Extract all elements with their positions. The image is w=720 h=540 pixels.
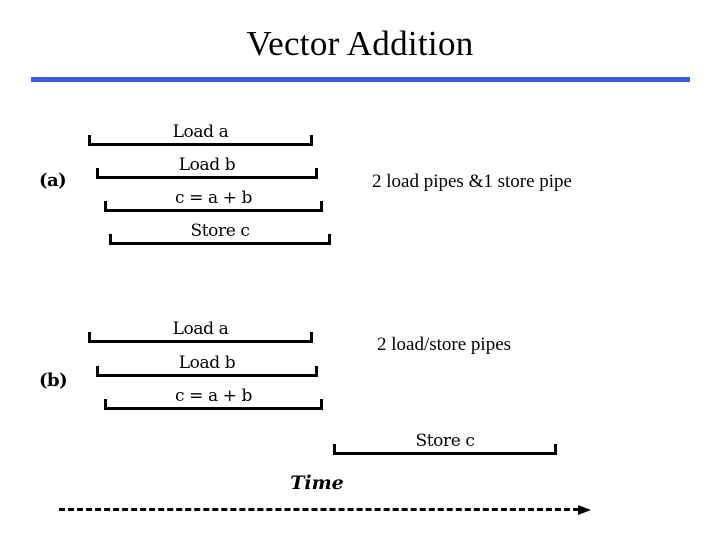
- section-note-a: 2 load pipes &1 store pipe: [372, 171, 572, 192]
- bar-span-line: [109, 242, 331, 245]
- bar-start-tick: [88, 332, 91, 343]
- section-label-a: (a): [39, 170, 67, 191]
- bar-span-line: [96, 176, 318, 179]
- timeline-bar-label: Load b: [178, 155, 236, 175]
- timeline-bar: Load b: [96, 343, 318, 377]
- timeline-bar: Load a: [88, 309, 313, 343]
- bar-start-tick: [96, 168, 99, 179]
- bar-start-tick: [104, 399, 107, 410]
- dashed-line: [59, 508, 579, 511]
- timeline-bar-label: Load b: [178, 353, 236, 373]
- timeline-bar: c = a + b: [104, 178, 323, 212]
- timeline-bar-label: Store c: [415, 431, 475, 451]
- section-label-b: (b): [39, 370, 68, 391]
- title-divider: [31, 77, 690, 82]
- bar-span-line: [96, 374, 318, 377]
- bar-end-tick: [328, 234, 331, 245]
- bar-start-tick: [333, 444, 336, 455]
- timeline-bar: Store c: [333, 421, 557, 455]
- section-note-b: 2 load/store pipes: [377, 334, 512, 355]
- timeline-bar-label: Load a: [172, 319, 229, 339]
- time-axis-label: Time: [290, 472, 344, 494]
- bar-span-line: [333, 452, 557, 455]
- bar-end-tick: [310, 135, 313, 146]
- bar-end-tick: [315, 168, 318, 179]
- bar-start-tick: [88, 135, 91, 146]
- timeline-bar: c = a + b: [104, 376, 323, 410]
- timeline-bar-label: Store c: [190, 221, 250, 241]
- bar-span-line: [104, 209, 323, 212]
- timeline-bar: Store c: [109, 211, 331, 245]
- page-title: Vector Addition: [246, 24, 474, 63]
- timeline-bar: Load a: [88, 112, 313, 146]
- bar-end-tick: [315, 366, 318, 377]
- timeline-bar-label: c = a + b: [174, 386, 253, 406]
- time-axis-arrow: [59, 505, 591, 515]
- timeline-bar-label: Load a: [172, 122, 229, 142]
- bar-start-tick: [109, 234, 112, 245]
- bar-end-tick: [554, 444, 557, 455]
- arrow-head-icon: [578, 505, 591, 515]
- bar-span-line: [88, 143, 313, 146]
- bar-end-tick: [320, 201, 323, 212]
- bar-start-tick: [96, 366, 99, 377]
- bar-end-tick: [310, 332, 313, 343]
- bar-end-tick: [320, 399, 323, 410]
- bar-start-tick: [104, 201, 107, 212]
- timeline-bar-label: c = a + b: [174, 188, 253, 208]
- bar-span-line: [104, 407, 323, 410]
- bar-span-line: [88, 340, 313, 343]
- timeline-bar: Load b: [96, 145, 318, 179]
